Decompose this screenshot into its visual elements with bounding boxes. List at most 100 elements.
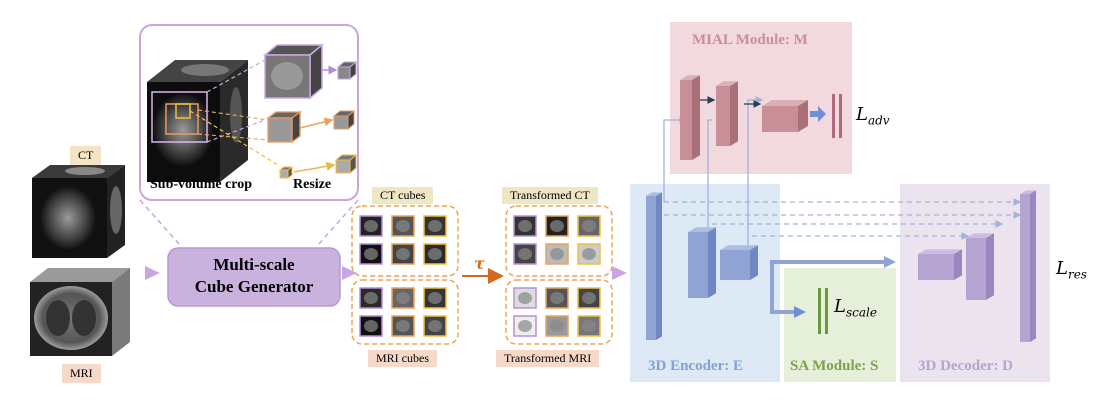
enc-to-sa-arrow bbox=[770, 262, 796, 314]
ct-thumb-3 bbox=[423, 215, 447, 237]
tmri-thumb-3 bbox=[577, 287, 601, 309]
ct-thumb-2 bbox=[391, 215, 415, 237]
encoder-title: 3D Encoder: E bbox=[648, 358, 743, 374]
ct-thumb-4 bbox=[359, 243, 383, 265]
cube-generator-box bbox=[167, 247, 341, 307]
resize-arrow-small bbox=[293, 161, 336, 173]
ct-cube-thumbnails bbox=[359, 215, 447, 265]
mri-cubes-box bbox=[351, 279, 459, 345]
crop-link-small bbox=[189, 110, 279, 166]
crop-link-large-2 bbox=[206, 119, 266, 143]
encoder-block-3 bbox=[720, 245, 758, 280]
l-res-label: Lres bbox=[1056, 258, 1087, 282]
ct-thumb-6 bbox=[423, 243, 447, 265]
ct-thumb-1 bbox=[359, 215, 383, 237]
mial-to-loss-arrow bbox=[810, 106, 826, 122]
resized-small-cube bbox=[334, 153, 358, 175]
mial-block-3 bbox=[762, 100, 808, 132]
resized-medium-cube bbox=[332, 109, 356, 131]
tmri-thumb-5 bbox=[545, 315, 569, 337]
l-res-sub: res bbox=[1067, 267, 1087, 282]
subvolume-crop-label: Sub-volume crop bbox=[150, 177, 253, 192]
cube-generator-label: Multi-scale Cube Generator bbox=[168, 254, 340, 298]
sa-module-bg bbox=[784, 268, 896, 382]
generator-link-left bbox=[139, 199, 181, 246]
mial-blocks bbox=[680, 75, 808, 160]
encoder-input-arrow bbox=[612, 266, 627, 280]
tct-thumb-6 bbox=[577, 243, 601, 265]
l-res-main: L bbox=[1056, 258, 1068, 279]
mri-thumb-2 bbox=[391, 287, 415, 309]
adv-bar-2 bbox=[839, 94, 842, 138]
enc-to-mial-2 bbox=[707, 119, 712, 228]
generator-line-1: Multi-scale bbox=[213, 255, 295, 274]
transformed-mri-thumbnails bbox=[513, 287, 601, 337]
generator-output-arrow bbox=[342, 266, 357, 280]
enc-to-mial-3 bbox=[747, 96, 764, 246]
crop-link-medium bbox=[197, 109, 269, 121]
generator-line-2: Cube Generator bbox=[194, 277, 314, 296]
mri-cube-thumbnails bbox=[359, 287, 447, 337]
l-adv-sub: adv bbox=[867, 113, 890, 128]
transformed-ct-box bbox=[505, 205, 613, 277]
enc-to-sa-head bbox=[794, 306, 806, 318]
ct-cubes-label: CT cubes bbox=[372, 187, 434, 204]
tmri-thumb-4 bbox=[513, 315, 537, 337]
encoder-block-1 bbox=[646, 192, 662, 340]
sa-bar-1 bbox=[818, 288, 821, 334]
mri-thumb-4 bbox=[359, 315, 383, 337]
l-scale-label: Lscale bbox=[834, 296, 877, 320]
sa-bar-2 bbox=[825, 288, 828, 334]
decoder-blocks bbox=[918, 190, 1036, 342]
mial-block-1 bbox=[680, 75, 700, 160]
tmri-thumb-6 bbox=[577, 315, 601, 337]
tct-thumb-3 bbox=[577, 215, 601, 237]
mial-block-2 bbox=[716, 81, 738, 146]
tau-label: τ bbox=[474, 254, 485, 273]
generator-link-right bbox=[317, 199, 359, 246]
tct-thumb-4 bbox=[513, 243, 537, 265]
decoder-block-1 bbox=[918, 249, 962, 280]
tct-thumb-1 bbox=[513, 215, 537, 237]
ct-thumb-5 bbox=[391, 243, 415, 265]
encoder-blocks bbox=[646, 192, 758, 340]
tmri-thumb-1 bbox=[513, 287, 537, 309]
input-arrow bbox=[145, 266, 160, 280]
tmri-thumb-2 bbox=[545, 287, 569, 309]
mri-label: MRI bbox=[62, 364, 101, 383]
ct-volume-cube bbox=[32, 165, 125, 258]
resized-large-cube bbox=[336, 60, 358, 81]
l-scale-sub: scale bbox=[845, 305, 877, 320]
l-adv-main: L bbox=[856, 104, 868, 125]
mri-cubes-label: MRI cubes bbox=[368, 350, 437, 367]
encoder-block-2 bbox=[688, 227, 716, 298]
mri-thumb-3 bbox=[423, 287, 447, 309]
mri-volume-cube bbox=[30, 268, 130, 356]
l-scale-main: L bbox=[834, 296, 846, 317]
crop-large-cube bbox=[262, 43, 325, 100]
crop-medium-cube bbox=[266, 110, 302, 144]
crop-small-cube bbox=[278, 166, 294, 179]
resize-label: Resize bbox=[293, 177, 332, 192]
tct-thumb-2 bbox=[545, 215, 569, 237]
transformed-ct-thumbnails bbox=[513, 215, 601, 265]
mri-thumb-6 bbox=[423, 315, 447, 337]
enc-to-mial-1 bbox=[663, 116, 688, 202]
resize-arrow-medium bbox=[299, 117, 334, 129]
decoder-title: 3D Decoder: D bbox=[918, 358, 1013, 374]
mri-thumb-1 bbox=[359, 287, 383, 309]
transformed-mri-box bbox=[505, 279, 613, 345]
transformed-ct-label: Transformed CT bbox=[502, 187, 598, 204]
decoder-block-3 bbox=[1020, 190, 1036, 342]
mial-module-title: MIAL Module: M bbox=[692, 32, 808, 48]
sa-module-title: SA Module: S bbox=[790, 358, 879, 374]
ct-label: CT bbox=[70, 146, 102, 165]
enc-to-dec-head bbox=[884, 256, 896, 268]
decoder-block-2 bbox=[966, 233, 994, 300]
mri-thumb-5 bbox=[391, 315, 415, 337]
l-adv-label: Ladv bbox=[856, 104, 890, 128]
transformed-mri-label: Transformed MRI bbox=[496, 350, 600, 367]
adv-bar-1 bbox=[832, 94, 835, 138]
